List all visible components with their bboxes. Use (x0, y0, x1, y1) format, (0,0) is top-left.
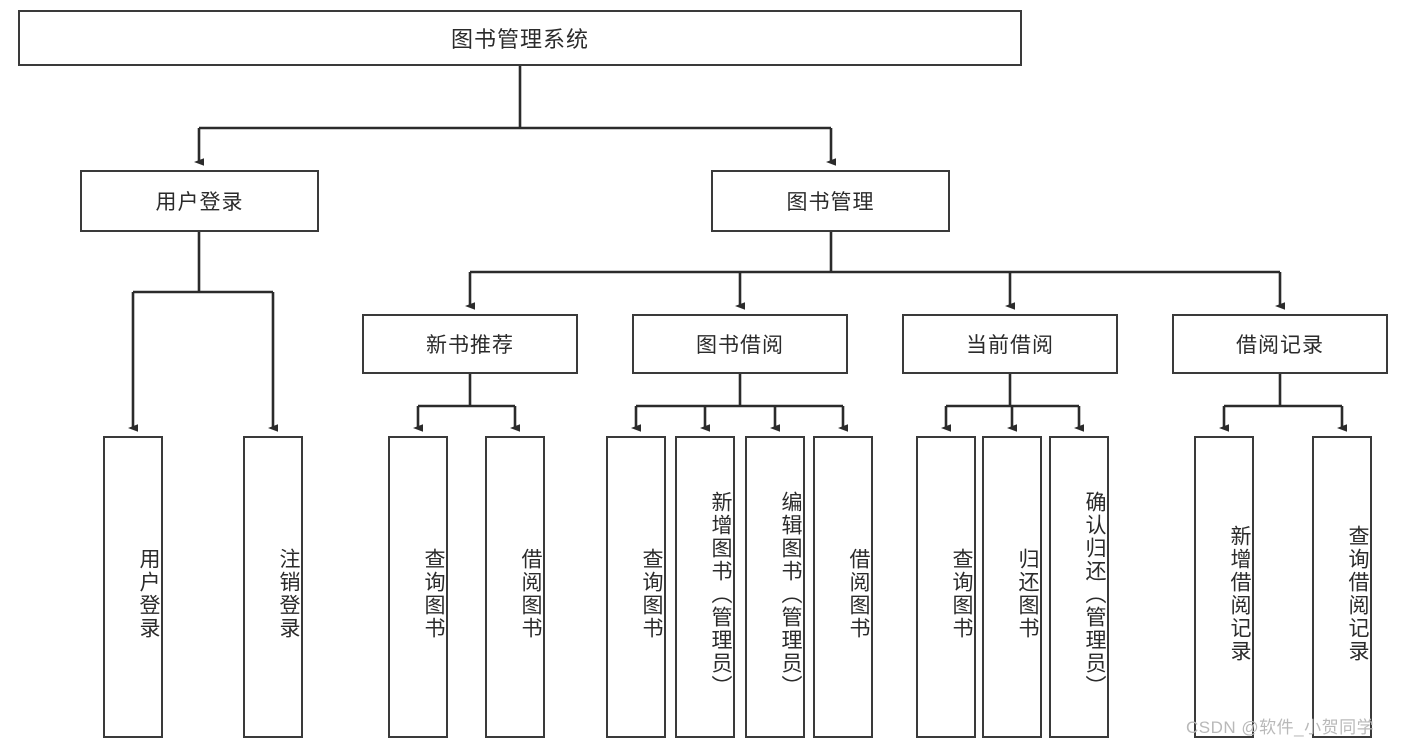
node-label: 查询图书 (422, 548, 445, 640)
node-label: 当前借阅 (966, 334, 1054, 357)
leaf-book-borrow-query-book[interactable]: 查询图书 (606, 436, 666, 738)
leaf-current-borrow-return-book[interactable]: 归还图书 (982, 436, 1042, 738)
node-user-login[interactable]: 用户登录 (80, 170, 319, 232)
node-label: 图书管理 (786, 191, 875, 214)
node-label: 借阅图书 (519, 548, 542, 640)
node-borrow-record[interactable]: 借阅记录 (1172, 314, 1388, 374)
leaf-user-login-login[interactable]: 用户登录 (103, 436, 163, 738)
node-label: 用户登录 (155, 191, 244, 214)
node-label: 新书推荐 (426, 334, 514, 357)
node-label: 新增图书（管理员） (709, 490, 732, 698)
node-label: 图书管理系统 (450, 27, 589, 52)
node-label: 图书借阅 (696, 334, 784, 357)
leaf-book-borrow-edit-book-admin[interactable]: 编辑图书（管理员） (745, 436, 805, 738)
node-book-management[interactable]: 图书管理 (711, 170, 950, 232)
node-label: 用户登录 (137, 548, 160, 640)
leaf-user-login-logout[interactable]: 注销登录 (243, 436, 303, 738)
node-label: 借阅记录 (1236, 334, 1324, 357)
node-book-borrow[interactable]: 图书借阅 (632, 314, 848, 374)
leaf-borrow-record-query-record[interactable]: 查询借阅记录 (1312, 436, 1372, 738)
node-label: 确认归还（管理员） (1083, 490, 1106, 698)
node-label: 注销登录 (277, 548, 300, 640)
node-label: 查询图书 (640, 548, 663, 640)
csdn-watermark: CSDN @软件_小贺同学 (1186, 718, 1375, 737)
leaf-book-borrow-add-book-admin[interactable]: 新增图书（管理员） (675, 436, 735, 738)
node-label: 归还图书 (1016, 548, 1039, 640)
leaf-current-borrow-confirm-return-admin[interactable]: 确认归还（管理员） (1049, 436, 1109, 738)
leaf-new-book-query-book[interactable]: 查询图书 (388, 436, 448, 738)
leaf-borrow-record-add-record[interactable]: 新增借阅记录 (1194, 436, 1254, 738)
node-label: 新增借阅记录 (1228, 525, 1251, 663)
node-new-book-recommend[interactable]: 新书推荐 (362, 314, 578, 374)
leaf-book-borrow-borrow-book[interactable]: 借阅图书 (813, 436, 873, 738)
node-label: 查询图书 (950, 548, 973, 640)
node-label: 编辑图书（管理员） (779, 490, 802, 698)
node-label: 查询借阅记录 (1346, 525, 1369, 663)
leaf-new-book-borrow-book[interactable]: 借阅图书 (485, 436, 545, 738)
node-label: 借阅图书 (847, 548, 870, 640)
leaf-current-borrow-query-book[interactable]: 查询图书 (916, 436, 976, 738)
node-current-borrow[interactable]: 当前借阅 (902, 314, 1118, 374)
node-root-book-management-system[interactable]: 图书管理系统 (18, 10, 1022, 66)
